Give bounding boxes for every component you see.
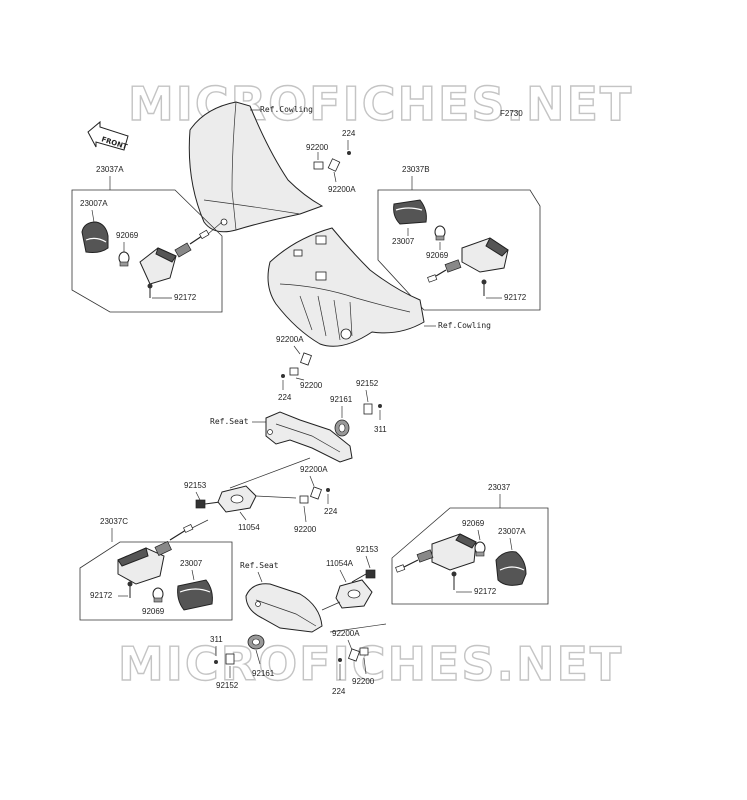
clip-92200-top-icon: [313, 151, 351, 172]
screw-92172-4-icon: [451, 571, 457, 590]
collar-92152-1-icon: [363, 403, 373, 415]
diagram-code: F2730: [500, 109, 523, 118]
label-23007-1: 23007: [392, 237, 415, 246]
label-92069-4: 92069: [462, 519, 485, 528]
bulb-92069-4-icon: [474, 541, 486, 557]
lens-23007-2-icon: [177, 579, 213, 611]
label-224-mid2: 224: [324, 507, 338, 516]
label-92152-1: 92152: [356, 379, 379, 388]
label-92200A-mid: 92200A: [276, 335, 304, 344]
label-311-2: 311: [210, 635, 223, 644]
clip-92200A-bot-icon: [338, 647, 369, 662]
bulb-92069-1-icon: [118, 251, 130, 267]
clip-92200A-mid-icon: [281, 352, 312, 378]
signal-housing-1-icon: [139, 229, 210, 285]
label-92153-1: 92153: [184, 481, 207, 490]
group-box-23037B: [377, 189, 541, 311]
seat-bracket-mid: [265, 411, 353, 463]
ref-cowling-top: Ref.Cowling: [260, 105, 313, 114]
lower-cowling: [267, 227, 425, 347]
label-23037: 23037: [488, 483, 511, 492]
grommet-92161-2-icon: [247, 634, 265, 650]
screw-92172-1-icon: [147, 283, 153, 298]
label-92172-1: 92172: [174, 293, 197, 302]
label-92200-top: 92200: [306, 143, 329, 152]
label-224-top: 224: [342, 129, 356, 138]
label-92152-2: 92152: [216, 681, 239, 690]
grommet-92161-1-icon: [334, 419, 350, 437]
watermark-bottom: MICROFICHES.NET: [118, 637, 623, 691]
label-92069-1: 92069: [116, 231, 139, 240]
label-11054A: 11054A: [326, 559, 354, 568]
nut-311-2-icon: [214, 660, 218, 664]
label-92172-4: 92172: [474, 587, 497, 596]
label-23007A-1: 23007A: [80, 199, 108, 208]
seat-bracket-bottom: [245, 583, 323, 633]
label-11054: 11054: [238, 523, 260, 532]
upper-cowling: [188, 101, 324, 233]
label-92200-mid: 92200: [300, 381, 323, 390]
label-311-1: 311: [374, 425, 387, 434]
label-92200A-mid2: 92200A: [300, 465, 328, 474]
signal-housing-2-icon: [427, 237, 509, 283]
screw-92172-2-icon: [481, 279, 487, 296]
label-92200A-bot: 92200A: [332, 629, 360, 638]
label-92069-2: 92069: [426, 251, 449, 260]
label-224-bot: 224: [332, 687, 346, 696]
label-92069-3: 92069: [142, 607, 165, 616]
label-92161-2: 92161: [252, 669, 275, 678]
label-92200-mid2: 92200: [294, 525, 317, 534]
label-92200A-top: 92200A: [328, 185, 356, 194]
label-92200-bot: 92200: [352, 677, 375, 686]
ref-cowling-mid: Ref.Cowling: [438, 321, 491, 330]
label-23037B: 23037B: [402, 165, 430, 174]
label-23037A: 23037A: [96, 165, 124, 174]
bracket-11054-icon: [217, 485, 257, 513]
group-box-23037A: [71, 189, 223, 313]
bulb-92069-2-icon: [434, 225, 446, 241]
signal-housing-4-icon: [395, 533, 477, 573]
bulb-92069-3-icon: [152, 587, 164, 603]
label-23007-2: 23007: [180, 559, 203, 568]
label-23037C: 23037C: [100, 517, 128, 526]
lens-23007A-1-icon: [81, 221, 109, 253]
lens-23007A-2-icon: [495, 551, 527, 586]
label-92172-3: 92172: [90, 591, 113, 600]
bolt-92153-1-icon: [195, 499, 221, 509]
bracket-11054A-icon: [335, 579, 373, 609]
label-23007A-2: 23007A: [498, 527, 526, 536]
clip-92200A-mid2-icon: [299, 486, 330, 504]
ref-seat-bottom: Ref.Seat: [240, 561, 279, 570]
label-224-mid: 224: [278, 393, 292, 402]
lens-23007-1-icon: [393, 199, 427, 225]
group-box-23037C: [79, 541, 233, 621]
label-92153-2: 92153: [356, 545, 379, 554]
label-92172-2: 92172: [504, 293, 527, 302]
screw-92172-3-icon: [127, 581, 133, 598]
signal-housing-3-icon: [117, 524, 194, 585]
bolt-92153-2-icon: [351, 569, 376, 583]
group-box-23037: [391, 507, 549, 605]
front-arrow-icon: FRONT: [87, 120, 129, 151]
collar-92152-2-icon: [225, 653, 235, 665]
ref-seat-mid: Ref.Seat: [210, 417, 249, 426]
nut-311-1-icon: [378, 404, 382, 408]
label-92161-1: 92161: [330, 395, 353, 404]
